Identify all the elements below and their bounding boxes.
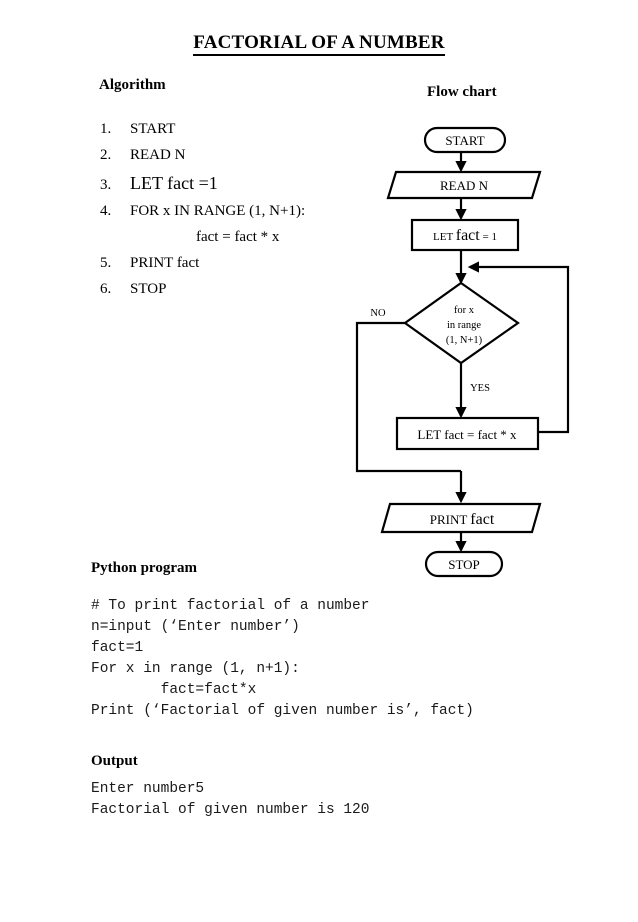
algorithm-step-number: 6. [100,281,112,297]
algorithm-step-text: STOP [130,281,167,297]
flowchart-node-decision-line3: (1, N+1) [446,335,483,346]
flowchart-node-init-label-post: = 1 [480,231,497,243]
algorithm-step: 2. READ N [100,147,390,164]
algorithm-list: 1. START 2. READ N 3. LET fact =1 4. FOR… [100,121,390,307]
flowchart-node-init-label-var: fact [456,227,481,244]
algorithm-step-number: 1. [100,121,112,137]
page-title: FACTORIAL OF A NUMBER [0,32,638,56]
flowchart-node-print [380,502,542,534]
output-text: Enter number5 Factorial of given number … [91,781,370,818]
algorithm-step-text: START [130,121,176,137]
flowchart-node-print-label-pre: PRINT [430,512,471,527]
flowchart-node-print-label-var: fact [470,511,495,528]
flowchart-node-init [410,218,520,252]
flowchart-heading: Flow chart [427,84,497,100]
algorithm-step-number: 5. [100,255,112,271]
algorithm-step-number: 3. [100,177,112,193]
algorithm-step: 4. FOR x IN RANGE (1, N+1): [100,203,390,220]
flowchart-node-stop-label: STOP [448,557,480,572]
algorithm-step: 6. STOP [100,281,390,298]
algorithm-step-text: READ N [130,147,186,163]
algorithm-step: 3. LET fact =1 [100,173,390,194]
python-program-heading: Python program [91,560,197,576]
flowchart-node-read-label: READ N [440,178,489,193]
flowchart-connector-loopback [467,261,570,434]
flowchart-node-init-label-pre: LET [433,231,456,243]
flowchart-node-init-label: LET fact = 1 [433,227,497,244]
flowchart-node-start [423,126,507,154]
flowchart-label-no: NO [370,308,386,319]
page-title-text: FACTORIAL OF A NUMBER [193,32,445,56]
flowchart-node-decision-line2: in range [447,320,481,331]
output-heading: Output [91,753,138,769]
algorithm-step-text: LET fact =1 [130,173,218,193]
flowchart-diagram: START READ N LET fact = 1 for x in range [330,110,590,600]
flowchart-node-read [386,170,542,200]
algorithm-step: 5. PRINT fact [100,255,390,272]
flowchart-connector-no-branch [355,321,461,473]
flowchart-node-stop [424,550,504,578]
flowchart-node-decision-line1: for x [454,305,475,316]
flowchart-node-body [395,416,540,451]
algorithm-step-number: 2. [100,147,112,163]
flowchart-node-print-label: PRINT fact [430,511,495,528]
algorithm-step-number: 4. [100,203,112,219]
python-program-code: # To print factorial of a number n=input… [91,598,474,719]
algorithm-heading: Algorithm [99,77,166,93]
flowchart-node-start-label: START [445,133,484,148]
flowchart-node-body-label: LET fact = fact * x [417,427,517,442]
algorithm-step-text: FOR x IN RANGE (1, N+1): [130,203,306,219]
flowchart-label-yes: YES [470,383,490,394]
algorithm-step: 1. START [100,121,390,138]
algorithm-step-text: PRINT fact [130,255,200,271]
algorithm-substep: fact = fact * x [196,229,280,245]
